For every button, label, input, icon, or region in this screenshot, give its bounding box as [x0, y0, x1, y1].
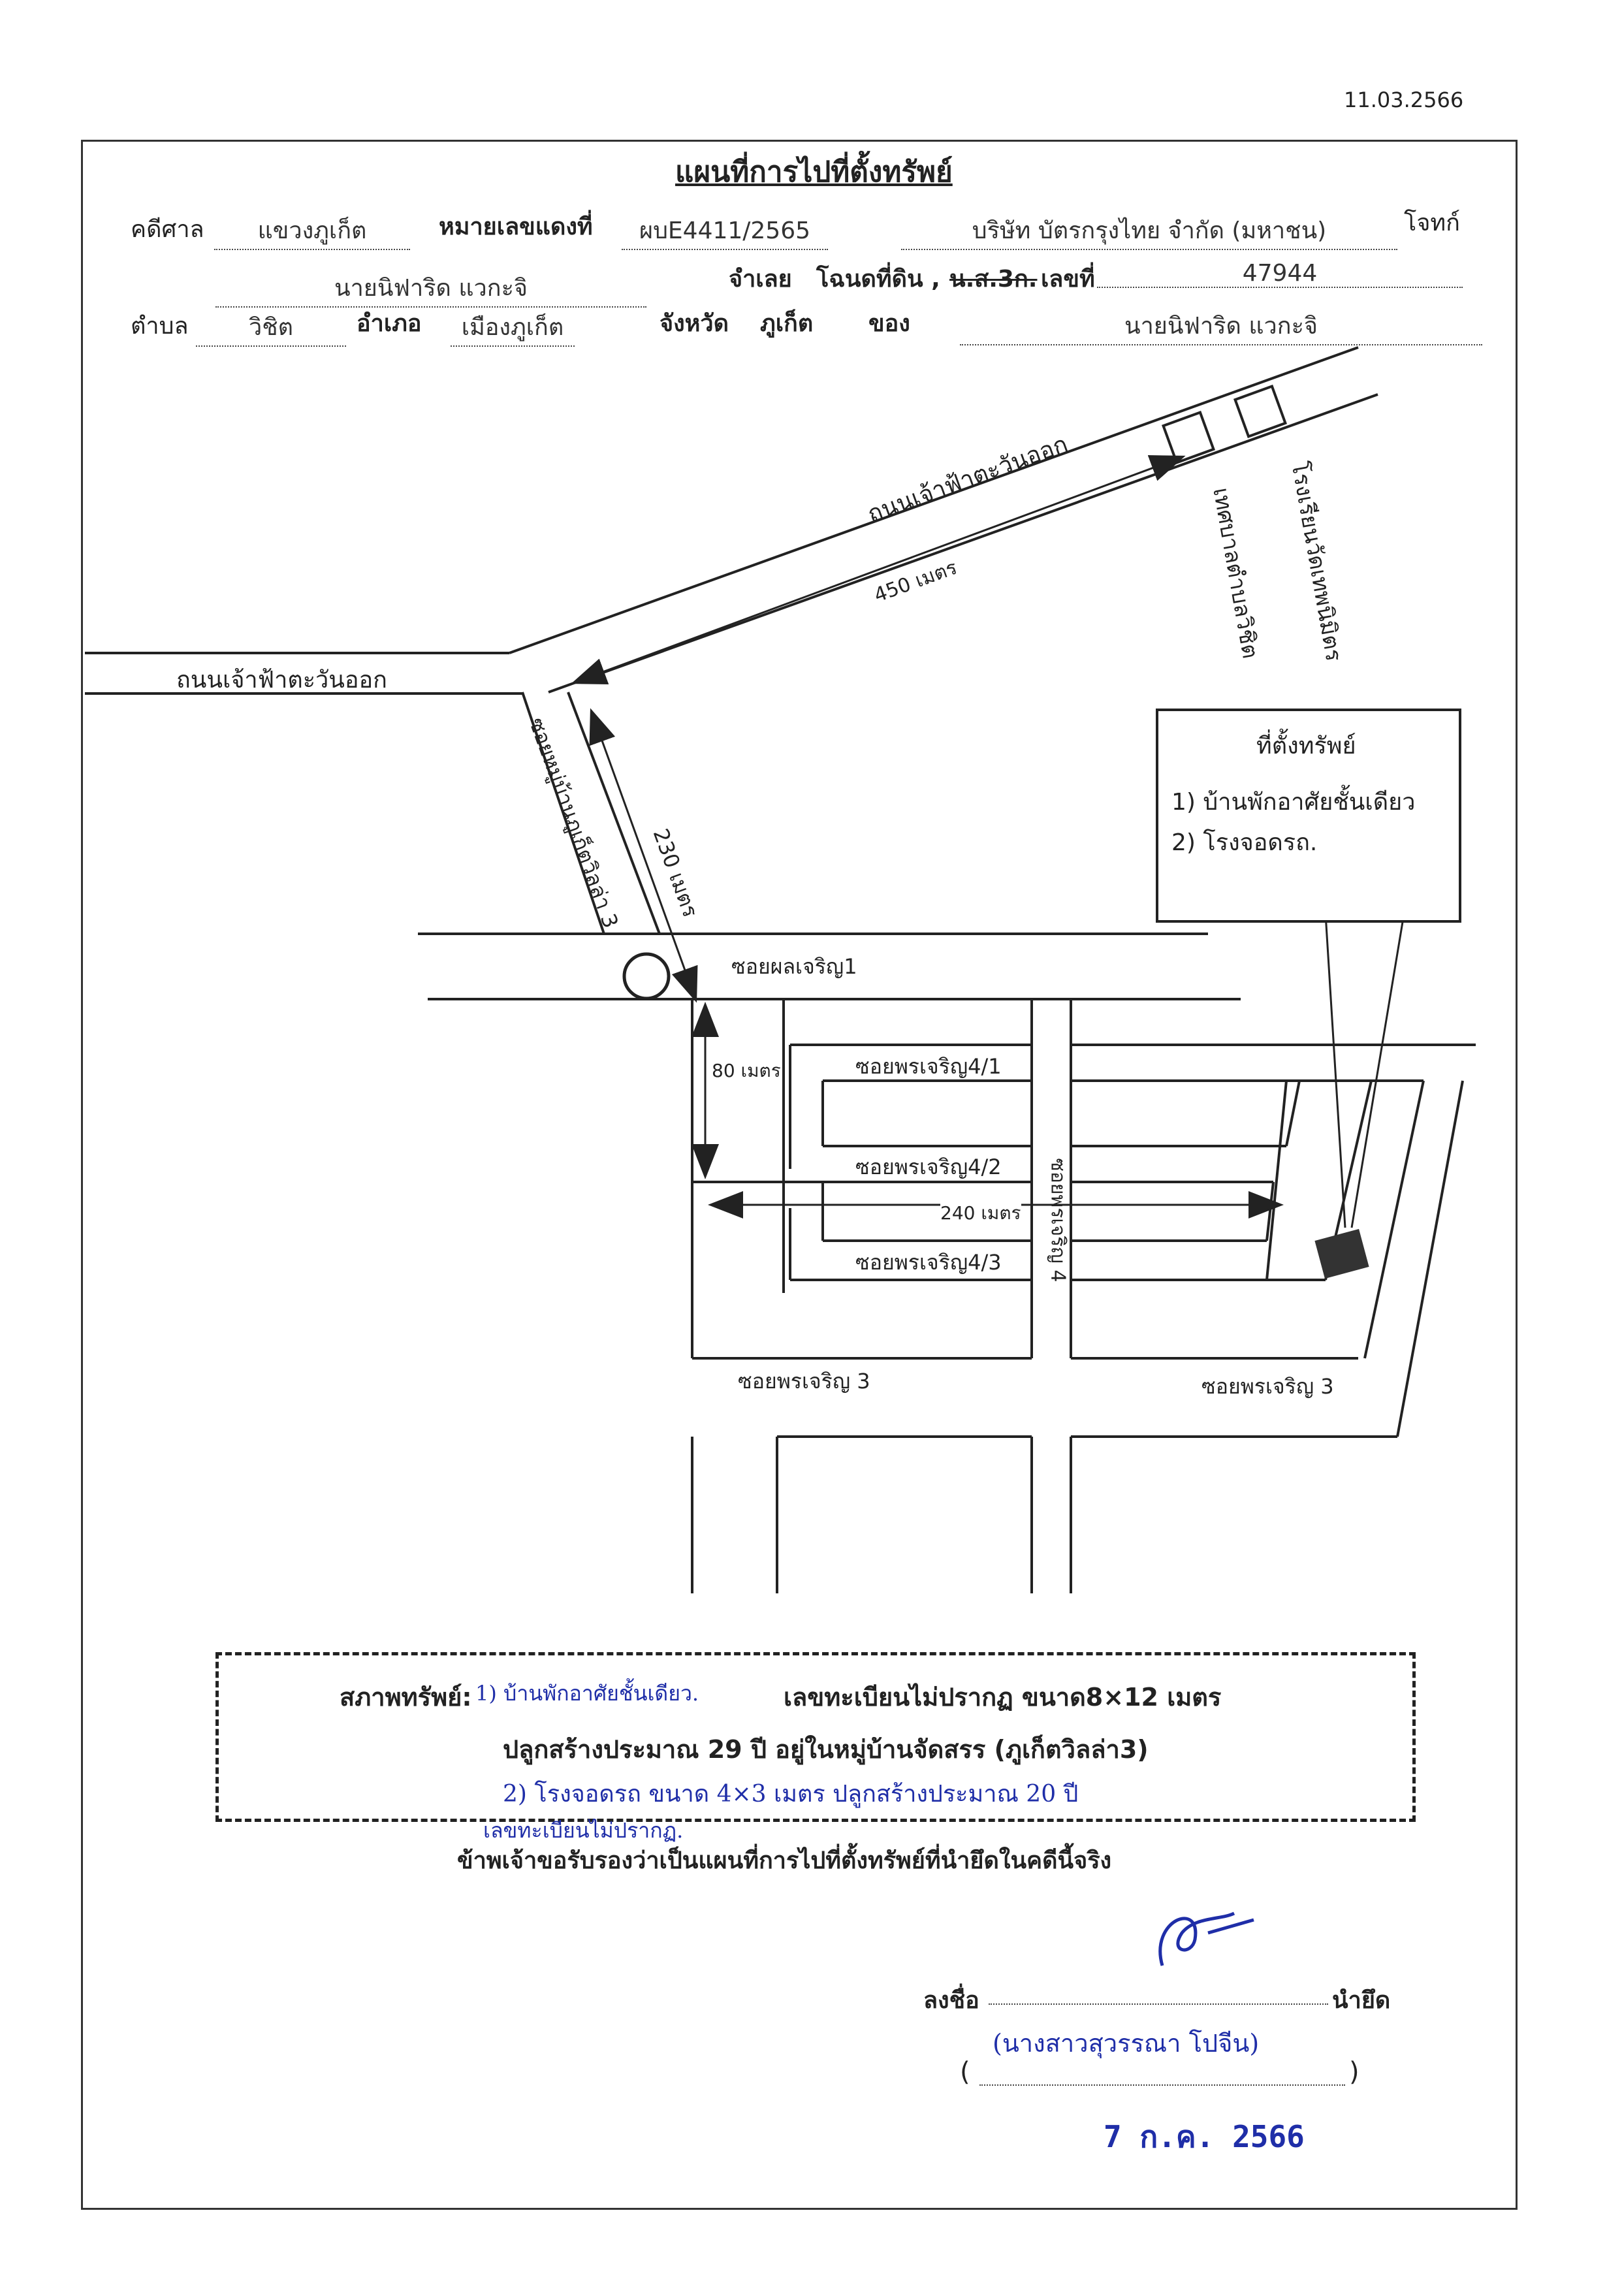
- plaintiff-label: โจทก์: [1404, 210, 1460, 236]
- landmark-municipality-square: [1161, 410, 1216, 465]
- province-label: จังหวัด: [660, 310, 729, 337]
- label-soi-4-2: ซอยพรเจริญ4/2: [855, 1155, 1002, 1179]
- case-no-field: ผบE4411/2565: [622, 212, 828, 250]
- callout-pointer-left: [1324, 914, 1346, 1228]
- condition-line1-handwritten: 1) บ้านพักอาศัยชั้นเดียว.: [475, 1681, 699, 1706]
- deed-no-label: เลขที่: [1041, 266, 1095, 293]
- case-no-label: หมายเลขแดงที่: [439, 214, 593, 240]
- label-soi-phon-1: ซอยผลเจริญ1: [731, 954, 857, 979]
- deed-label: โฉนดที่ดิน ,: [816, 266, 940, 293]
- callout-item-2: 2) โรงจอดรถ.: [1171, 829, 1318, 856]
- label-soi-4-vertical: ซอยพรเจริญ 4: [1046, 1158, 1070, 1283]
- subdistrict-field: วิชิต: [196, 308, 346, 347]
- paren-close: ): [1349, 2057, 1360, 2087]
- signature-scribble: [1158, 1911, 1254, 1966]
- callout-pointer-right: [1350, 914, 1405, 1228]
- page-title: แผนที่การไปที่ตั้งทรัพย์: [675, 155, 953, 189]
- province-value: ภูเก็ต: [760, 310, 814, 337]
- subdistrict-label: ตำบล: [131, 313, 189, 340]
- label-soi-3-left: ซอยพรเจริญ 3: [738, 1369, 870, 1394]
- label-soi-4-1: ซอยพรเจริญ4/1: [855, 1054, 1002, 1079]
- role-label: นำยึด: [1332, 1987, 1391, 2014]
- property-callout: ที่ตั้งทรัพย์ 1) บ้านพักอาศัยชั้นเดียว 2…: [1156, 709, 1461, 923]
- label-soi-4-3: ซอยพรเจริญ4/3: [855, 1250, 1002, 1275]
- defendant-field: นายนิฟาริด แวกะจิ: [215, 269, 646, 308]
- label-soi-3-right: ซอยพรเจริญ 3: [1201, 1374, 1334, 1399]
- label-dist-80: 80 เมตร: [712, 1060, 781, 1081]
- callout-title: ที่ตั้งทรัพย์: [1256, 733, 1356, 759]
- arrow-450m: [571, 455, 1186, 684]
- condition-line1-typed: เลขทะเบียนไม่ปรากฏ ขนาด8×12 เมตร: [784, 1683, 1222, 1712]
- property-condition-box: [215, 1652, 1416, 1822]
- plaintiff-field: บริษัท บัตรกรุงไทย จำกัด (มหาชน): [901, 212, 1397, 250]
- district-field: เมืองภูเก็ต: [451, 308, 575, 347]
- owner-field: นายนิฟาริด แวกะจิ: [960, 307, 1482, 345]
- document-date: 11.03.2566: [1344, 88, 1464, 112]
- certification-text: ข้าพเจ้าขอรับรองว่าเป็นแผนที่การไปที่ตั้…: [457, 1847, 1112, 1874]
- label-road-horizontal: ถนนเจ้าฟ้าตะวันออก: [176, 667, 387, 694]
- sign-line: [989, 2003, 1328, 2005]
- landmark-school-square: [1233, 384, 1288, 439]
- paren-line: [979, 2084, 1345, 2086]
- condition-line2-typed: ปลูกสร้างประมาณ 29 ปี อยู่ในหมู่บ้านจัดส…: [503, 1735, 1149, 1764]
- paren-open: (: [960, 2057, 970, 2087]
- district-label: อำเภอ: [357, 310, 422, 337]
- arrow-230m: [589, 708, 698, 1003]
- property-marker: [1314, 1228, 1369, 1279]
- roundabout-marker: [622, 952, 671, 1000]
- label-dist-240: 240 เมตร: [940, 1199, 1021, 1228]
- owner-label: ของ: [868, 310, 910, 337]
- date-stamp: 7 ก.ค. 2566: [1104, 2119, 1305, 2154]
- condition-line4-handwritten: เลขทะเบียนไม่ปรากฏ.: [483, 1818, 684, 1843]
- defendant-label: จำเลย: [729, 266, 792, 293]
- court-label: คดีศาล: [131, 216, 204, 243]
- court-field: แขวงภูเก็ต: [214, 212, 410, 250]
- condition-label: สภาพทรัพย์:: [340, 1683, 472, 1712]
- document-frame: [81, 140, 1518, 2210]
- condition-line3-handwritten: 2) โรงจอดรถ ขนาด 4×3 เมตร ปลูกสร้างประมา…: [503, 1781, 1079, 1808]
- callout-item-1: 1) บ้านพักอาศัยชั้นเดียว: [1171, 789, 1416, 816]
- deed-struck: น.ส.3ก.: [949, 266, 1038, 293]
- deed-no-field: 47944: [1097, 260, 1463, 288]
- sign-label: ลงชื่อ: [923, 1987, 979, 2014]
- signer-name: (นางสาวสุวรรณา โปจีน): [993, 2029, 1260, 2058]
